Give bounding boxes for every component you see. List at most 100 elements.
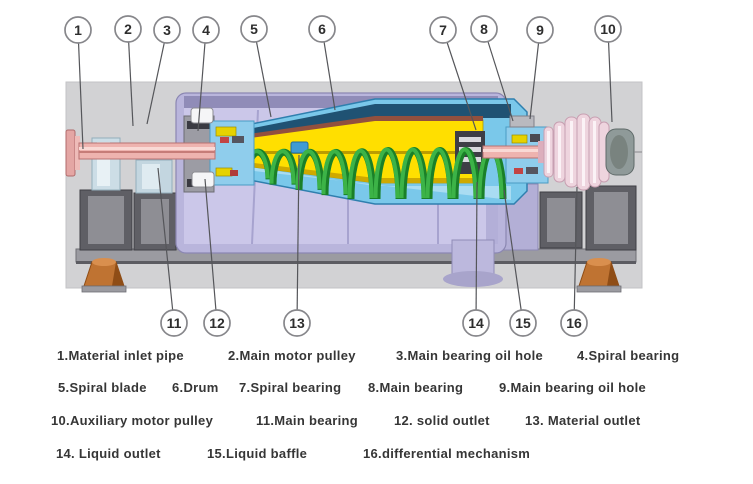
- callout-1: 1: [64, 16, 92, 44]
- callout-13: 13: [283, 309, 311, 337]
- callout-number: 12: [209, 315, 225, 331]
- callout-3: 3: [153, 16, 181, 44]
- diagram-shape: [511, 134, 528, 144]
- callout-number: 14: [468, 315, 484, 331]
- legend-item-4: 4.Spiral bearing: [577, 348, 680, 363]
- solid-outlet-port: [191, 171, 215, 188]
- legend-item-8: 8.Main bearing: [368, 380, 464, 395]
- callout-6: 6: [308, 15, 336, 43]
- leader-line-10: [607, 28, 613, 123]
- diagram-shape: [232, 136, 244, 143]
- diagram-shape: [483, 149, 545, 152]
- spiral-coil-highlight: [451, 147, 478, 199]
- legend-item-12: 12. solid outlet: [394, 413, 490, 428]
- diagram-shape: [570, 121, 573, 183]
- diagram-shape: [558, 126, 561, 178]
- callout-number: 2: [124, 21, 132, 37]
- oil-port-top: [190, 107, 214, 124]
- diagram-shape: [141, 199, 169, 244]
- diagram-shape: [230, 170, 238, 176]
- legend-item-10: 10.Auxiliary motor pulley: [51, 413, 214, 428]
- legend-item-1: 1.Material inlet pipe: [57, 348, 184, 363]
- diagram-shape: [112, 262, 124, 286]
- leader-line-16: [573, 186, 578, 324]
- diagram-shape: [526, 167, 538, 174]
- callout-circle: [429, 16, 457, 44]
- callout-circle: [308, 15, 336, 43]
- callout-8: 8: [470, 15, 498, 43]
- diagram-shape: [582, 118, 585, 186]
- leader-line-7: [442, 29, 477, 131]
- callout-circle: [283, 309, 311, 337]
- callout-number: 5: [250, 21, 258, 37]
- spiral-coil-highlight: [321, 149, 348, 195]
- spiral-coil-highlight: [347, 148, 374, 199]
- callout-9: 9: [526, 16, 554, 44]
- leader-line-5: [253, 28, 272, 118]
- right-foot: [576, 258, 622, 293]
- callout-number: 7: [439, 22, 447, 38]
- right-shaft: [482, 145, 546, 159]
- legend-item-3: 3.Main bearing oil hole: [396, 348, 544, 363]
- callout-14: 14: [462, 309, 490, 337]
- callout-circle: [114, 15, 142, 43]
- callout-16: 16: [560, 309, 588, 337]
- spiral-coil-highlight: [399, 147, 426, 199]
- diagram-shape: [88, 196, 124, 244]
- callout-circle: [153, 16, 181, 44]
- callout-number: 13: [289, 315, 305, 331]
- callout-circle: [594, 15, 622, 43]
- differential-cap: [605, 128, 635, 176]
- leader-line-9: [529, 29, 541, 120]
- material-outlet-port: [290, 141, 309, 154]
- diagram-shape: [214, 151, 483, 154]
- leader-line-14: [475, 181, 478, 324]
- diagram-shape: [92, 258, 116, 266]
- leader-line-12: [204, 178, 218, 324]
- spiral-coil-highlight: [425, 147, 452, 199]
- leader-line-2: [127, 28, 134, 127]
- legend-item-16: 16.differential mechanism: [363, 446, 531, 461]
- callout-number: 16: [566, 315, 582, 331]
- spiral-coil-highlight: [373, 147, 400, 199]
- diagram-shape: [65, 129, 76, 177]
- callout-circle: [470, 15, 498, 43]
- diagram-shape: [215, 126, 237, 137]
- diagram-shape: [81, 285, 127, 293]
- diagram-shape: [610, 135, 628, 169]
- spiral-coil-highlight: [269, 149, 296, 184]
- callout-circle: [160, 309, 188, 337]
- leader-line-11: [157, 167, 175, 324]
- callout-number: 10: [600, 21, 616, 37]
- callout-number: 4: [202, 22, 210, 38]
- diagram-shape: [530, 134, 540, 142]
- legend-item-13: 13. Material outlet: [525, 413, 641, 428]
- callout-4: 4: [192, 16, 220, 44]
- diagram-shape: [509, 115, 535, 128]
- diagram-shape: [203, 104, 511, 147]
- legend-item-6: 6.Drum: [172, 380, 219, 395]
- legend-item-7: 7.Spiral bearing: [239, 380, 342, 395]
- diagram-shape: [220, 137, 229, 143]
- legend-item-5: 5.Spiral blade: [58, 380, 147, 395]
- callout-5: 5: [240, 15, 268, 43]
- diagram-shape: [79, 151, 215, 153]
- diagram-shape: [201, 160, 511, 200]
- callout-circle: [462, 309, 490, 337]
- diagram-shape: [547, 131, 550, 173]
- callout-circle: [240, 15, 268, 43]
- callout-number: 1: [74, 22, 82, 38]
- diagram-shape: [538, 141, 546, 163]
- leader-lines: [77, 28, 613, 324]
- callout-circle: [192, 16, 220, 44]
- callout-12: 12: [203, 309, 231, 337]
- callout-number: 3: [163, 22, 171, 38]
- material-inlet-pipe: [65, 129, 216, 177]
- legend-item-9: 9.Main bearing oil hole: [499, 380, 647, 395]
- diagram-shape: [215, 167, 233, 177]
- callout-10: 10: [594, 15, 622, 43]
- leader-line-1: [77, 29, 84, 150]
